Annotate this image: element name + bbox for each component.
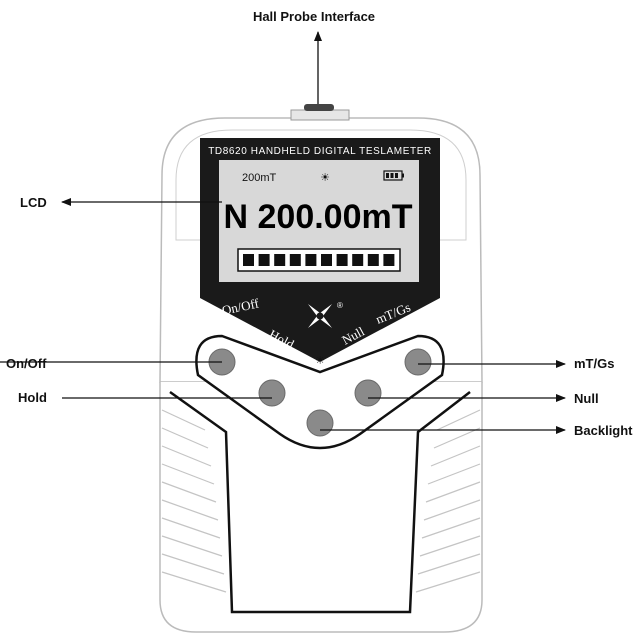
lcd-reading: N 200.00mT [224,198,413,236]
bargraph-segment [274,254,286,266]
callout-on-off: On/Off [6,356,47,371]
keypad-bezel [195,334,445,450]
callout-lines [0,31,566,434]
bargraph-segment [352,254,364,266]
lcd-bargraph [237,248,401,272]
left-grip-ridges [161,409,227,593]
lcd-sun-icon: ☀ [320,172,330,184]
hall-probe-connector [290,104,350,121]
callout-backlight: Backlight [574,423,633,438]
unit-button[interactable] [404,348,432,376]
hold-button[interactable] [258,379,286,407]
registered-mark: ® [337,301,343,310]
callout-unit: mT/Gs [574,356,614,371]
backlight-symbol: ☀ [315,354,325,367]
model-title: TD8620 HANDHELD DIGITAL TESLAMETER [208,146,432,157]
callout-hall-probe: Hall Probe Interface [253,9,375,24]
backlight-button[interactable] [306,409,334,437]
brand-logo [308,304,332,328]
bargraph-segment [367,254,379,266]
bargraph-segment [336,254,348,266]
null-button[interactable] [354,379,382,407]
callout-null: Null [574,391,599,406]
bargraph-segment [383,254,395,266]
lcd-screen: 200mT ☀ N 200.00mT [219,160,419,282]
bargraph-segment [321,254,332,266]
bargraph-segment [305,254,317,266]
bargraph-segments [243,254,395,266]
lcd-range-label: 200mT [242,172,277,184]
bargraph-segment [289,254,301,266]
callout-hold: Hold [18,390,47,405]
bargraph-segment [258,254,270,266]
right-grip-ridges [415,409,481,593]
bargraph-segment [243,254,254,266]
callout-lcd: LCD [20,195,47,210]
front-panel: TD8620 HANDHELD DIGITAL TESLAMETER 200mT… [200,138,440,362]
battery-icon [383,170,404,181]
